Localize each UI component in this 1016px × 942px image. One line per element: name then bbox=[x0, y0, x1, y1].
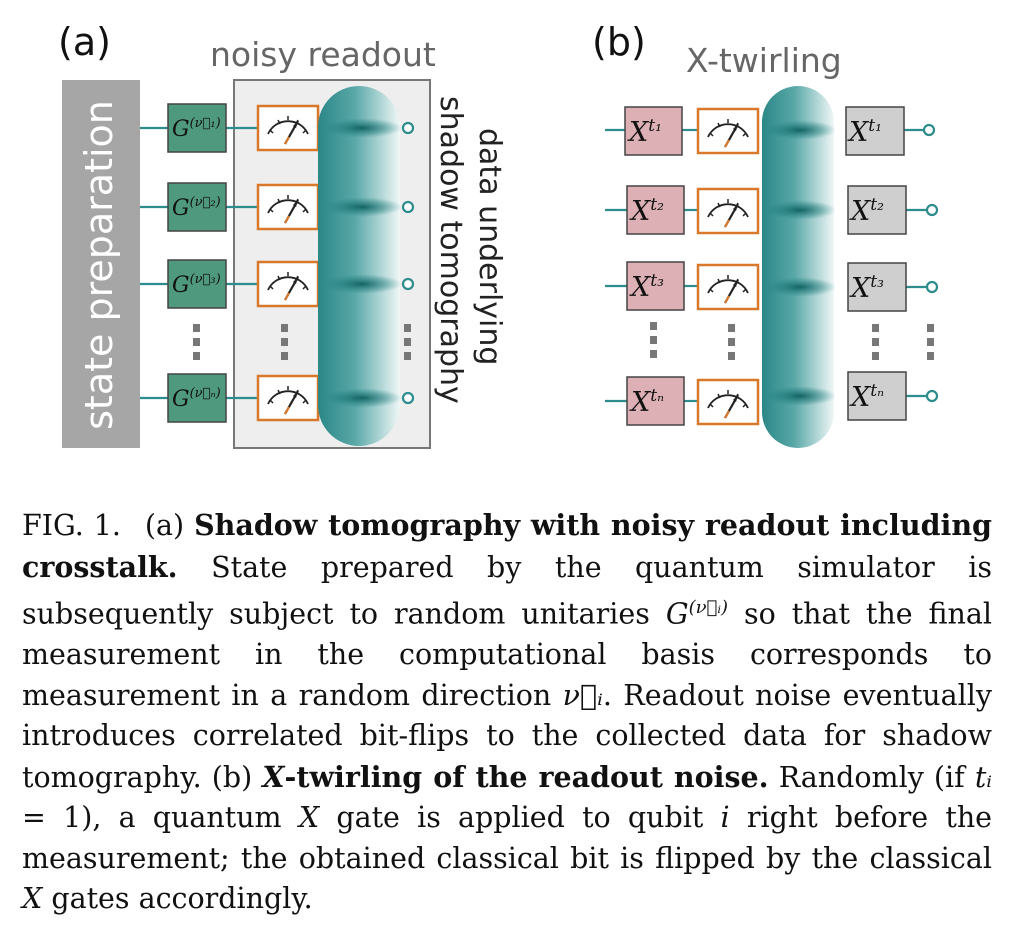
caption-b-text-4: gates accordingly. bbox=[51, 882, 313, 915]
caption-b-text-1: Randomly (if bbox=[778, 760, 965, 794]
x-gate-quantum-3: Xt₃ bbox=[626, 261, 685, 311]
g-gate-3: G(ν⃗₃) bbox=[167, 259, 227, 309]
fig-label: FIG. 1. bbox=[22, 509, 121, 542]
panel-a-label: (a) bbox=[58, 20, 111, 64]
meter-icon bbox=[256, 104, 320, 152]
svg-text:Xt₃: Xt₃ bbox=[849, 272, 884, 304]
caption-b-x: X bbox=[262, 759, 285, 794]
svg-text:G(ν⃗₂): G(ν⃗₂) bbox=[172, 195, 221, 221]
x-gate-classical-1: Xt₁ bbox=[845, 106, 905, 156]
caption-a-text-2: so that the final measurement in the com… bbox=[22, 597, 992, 712]
svg-text:Xt₂: Xt₂ bbox=[849, 195, 884, 227]
caption-a-text-1: State prepared by the quantum simulator … bbox=[22, 550, 992, 631]
x-gate-quantum-n: Xtₙ bbox=[626, 376, 685, 426]
output-bits-b bbox=[922, 123, 939, 403]
svg-text:Xt₂: Xt₂ bbox=[629, 195, 664, 227]
data-label-line2: shadow tomography bbox=[433, 96, 468, 404]
figure-caption: FIG. 1. (a) Shadow tomography with noisy… bbox=[22, 505, 992, 920]
readout-noise-pill-a bbox=[318, 86, 402, 446]
ellipsis-dots-b bbox=[650, 322, 934, 360]
g-gate-n: G(ν⃗ₙ) bbox=[167, 373, 227, 423]
meter-icon bbox=[256, 183, 320, 231]
meter-icon bbox=[256, 260, 320, 308]
caption-a-gate: G bbox=[665, 597, 689, 631]
state-preparation-label: state preparation bbox=[77, 100, 121, 430]
caption-b-text-3: right before the measurement; the obtain… bbox=[22, 801, 993, 875]
caption-b-text-2: gate is applied to qubit bbox=[336, 801, 704, 834]
x-gate-quantum-1: Xt₁ bbox=[624, 106, 683, 156]
caption-a-dir: ν⃗ᵢ bbox=[562, 678, 603, 712]
svg-text:G(ν⃗₁): G(ν⃗₁) bbox=[172, 116, 221, 142]
caption-b-title: -twirling of the readout noise. bbox=[284, 759, 769, 794]
wires-b bbox=[605, 128, 927, 403]
wires-a bbox=[140, 126, 258, 400]
caption-b-cond-var: tᵢ bbox=[974, 760, 993, 794]
panel-b-label: (b) bbox=[592, 20, 646, 64]
output-bits-a bbox=[401, 121, 415, 405]
state-preparation-block bbox=[62, 80, 140, 448]
x-gate-quantum-2: Xt₂ bbox=[626, 185, 685, 235]
svg-text:Xt₃: Xt₃ bbox=[629, 271, 664, 303]
x-gate-classical-3: Xt₃ bbox=[847, 262, 907, 312]
caption-b-x2: X bbox=[298, 801, 320, 834]
meter-icon bbox=[696, 263, 760, 311]
panel-b-title: X-twirling bbox=[686, 41, 842, 80]
svg-text:G(ν⃗₃): G(ν⃗₃) bbox=[172, 272, 221, 298]
caption-a-title: Shadow tomography with noisy readout inc… bbox=[22, 508, 992, 584]
svg-text:Xtₙ: Xtₙ bbox=[629, 386, 664, 418]
ellipsis-dots-a bbox=[193, 324, 411, 360]
meter-icon bbox=[696, 378, 760, 426]
caption-a-label: (a) bbox=[144, 509, 185, 542]
g-gate-1: G(ν⃗₁) bbox=[167, 103, 227, 153]
svg-text:Xt₁: Xt₁ bbox=[847, 116, 882, 148]
x-gate-classical-n: Xtₙ bbox=[847, 371, 907, 421]
caption-b-i: i bbox=[720, 801, 730, 834]
svg-text:Xt₁: Xt₁ bbox=[627, 116, 662, 148]
readout-noise-pill-b bbox=[762, 86, 836, 448]
meter-icon bbox=[256, 374, 320, 422]
svg-text:G(ν⃗ₙ): G(ν⃗ₙ) bbox=[172, 386, 221, 412]
svg-text:Xtₙ: Xtₙ bbox=[849, 381, 884, 413]
data-label-line1: data underlying bbox=[472, 128, 507, 365]
caption-a-text-3: . Readout noise eventually introduces co… bbox=[22, 678, 992, 794]
figure: (a) noisy readout state preparation G(ν⃗… bbox=[58, 20, 939, 449]
g-gate-2: G(ν⃗₂) bbox=[167, 182, 227, 232]
caption-b-label: (b) bbox=[211, 760, 253, 794]
panel-a-title: noisy readout bbox=[210, 35, 436, 74]
meter-icon bbox=[696, 107, 760, 155]
meter-icon bbox=[696, 187, 760, 235]
caption-a-gate-sup: (ν⃗ᵢ) bbox=[688, 597, 729, 618]
caption-b-cond-val: = 1), a quantum bbox=[22, 801, 282, 834]
caption-b-x3: X bbox=[22, 882, 43, 915]
x-gate-classical-2: Xt₂ bbox=[847, 185, 907, 235]
